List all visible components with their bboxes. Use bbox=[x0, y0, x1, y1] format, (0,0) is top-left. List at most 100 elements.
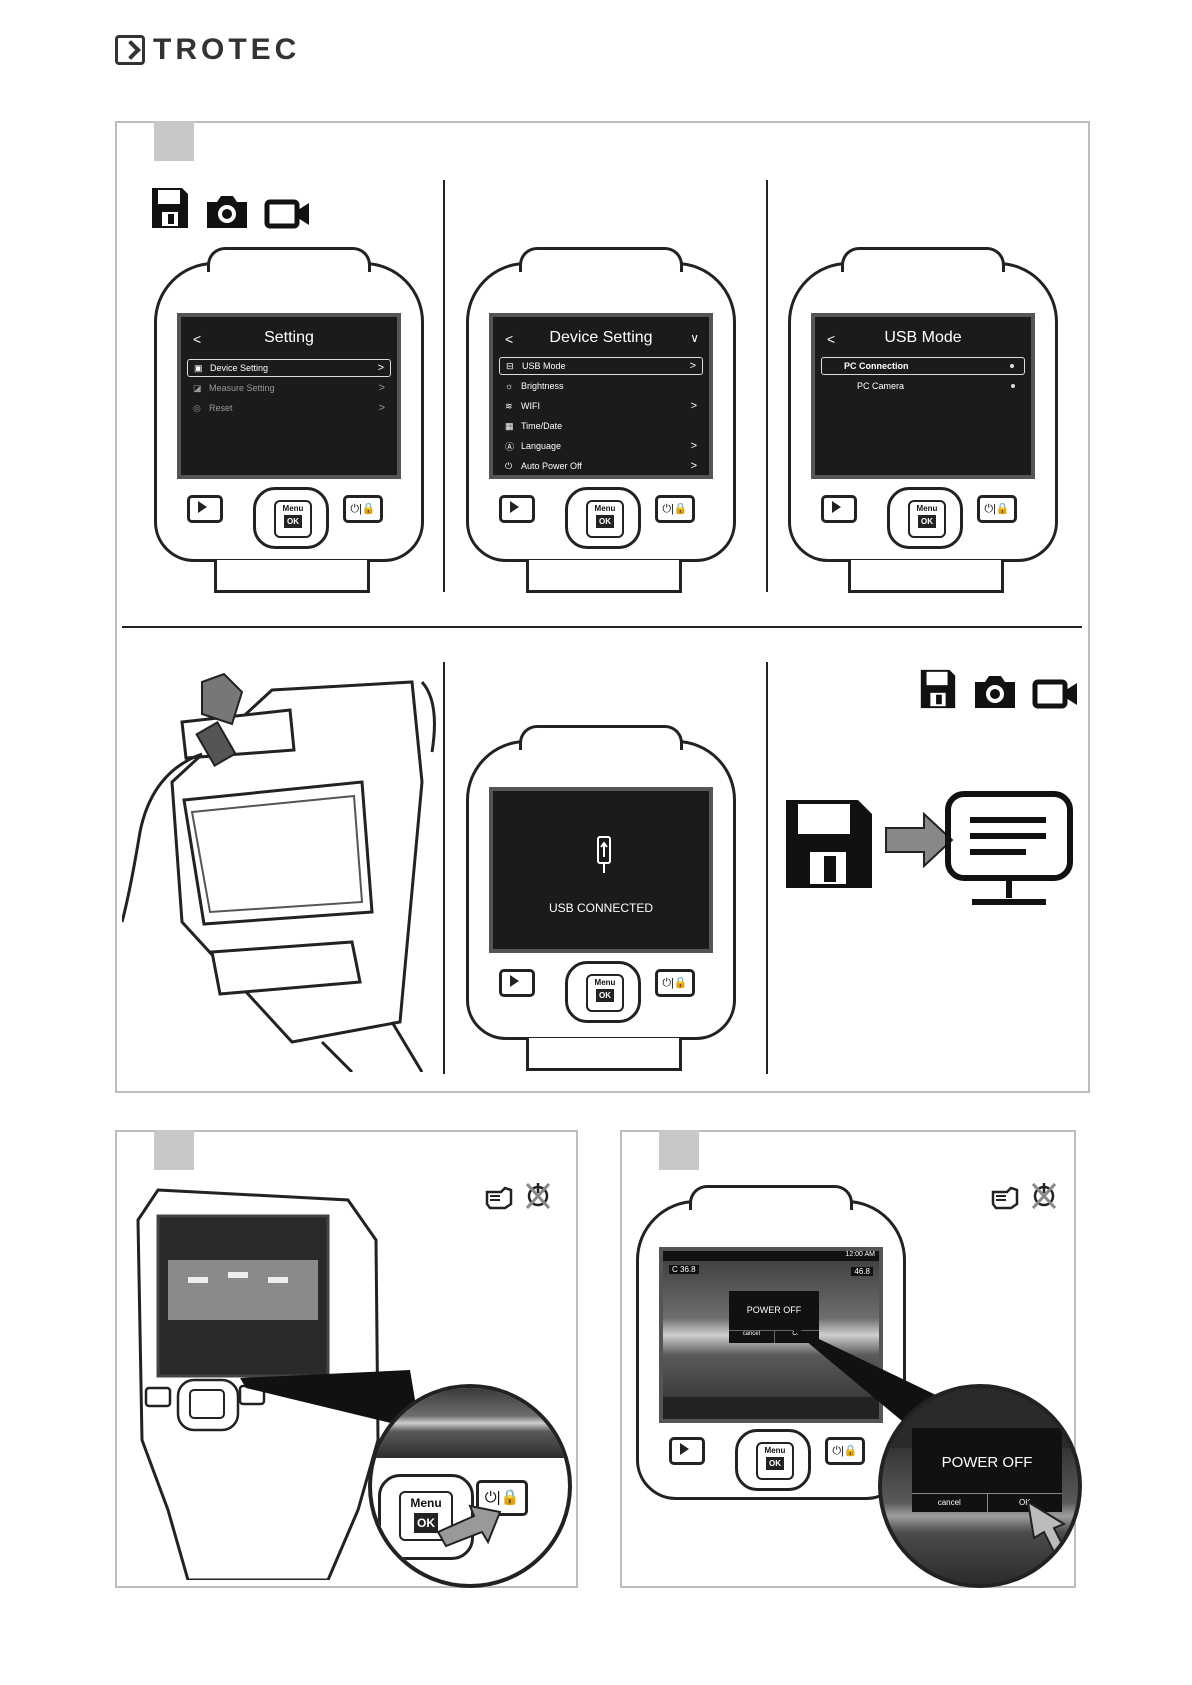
menu-item-label: Language bbox=[521, 441, 562, 451]
playback-button[interactable] bbox=[499, 495, 535, 523]
insert-arrow-icon bbox=[201, 672, 244, 726]
dialog-cancel-button[interactable]: cancel bbox=[729, 1331, 775, 1343]
usb-status-text: USB CONNECTED bbox=[548, 901, 653, 915]
menu-item-reset[interactable]: ◎ Reset > bbox=[187, 399, 391, 417]
menu-item-label: PC Connection bbox=[844, 361, 909, 371]
menu-item-usb-mode[interactable]: ⊟ USB Mode > bbox=[499, 357, 703, 375]
video-camera-icon bbox=[264, 199, 309, 229]
power-crossed-icon bbox=[525, 1182, 551, 1210]
chevron-right-icon: > bbox=[690, 440, 697, 452]
menu-item-pc-connection[interactable]: PC Connection bbox=[821, 357, 1025, 375]
chevron-right-icon: > bbox=[378, 402, 385, 414]
menu-item-time-date[interactable]: ▦ Time/Date bbox=[499, 417, 703, 435]
menu-item-device-setting[interactable]: ▣Device Setting> bbox=[187, 359, 391, 377]
power-crossed-icon bbox=[1031, 1182, 1057, 1210]
usb-plug-icon bbox=[597, 836, 611, 873]
back-arrow-icon[interactable]: < bbox=[505, 331, 514, 347]
brand-name: TROTEC bbox=[153, 33, 301, 66]
thermal-screen: 12:00 AM C 36.8 46.8 POWER OFF cancel OK bbox=[659, 1247, 883, 1423]
menu-item-wifi[interactable]: ≋WIFI> bbox=[499, 397, 703, 415]
power-lock-button[interactable]: ⏻|🔒 bbox=[825, 1437, 865, 1465]
menu-item-pc-camera[interactable]: PC Camera bbox=[821, 377, 1025, 395]
dialog-cancel-button-zoomed[interactable]: cancel bbox=[912, 1494, 988, 1512]
column-divider bbox=[443, 662, 445, 1074]
measure-icon: ◪ bbox=[193, 382, 202, 393]
floppy-disk-icon bbox=[920, 669, 956, 709]
power-lock-button[interactable]: ⏻|🔒 bbox=[655, 495, 695, 523]
column-divider bbox=[766, 180, 768, 592]
reset-icon: ◎ bbox=[193, 402, 201, 413]
power-lock-button[interactable]: ⏻|🔒 bbox=[343, 495, 383, 523]
device-setting-screen: < Setting ▣ Device Setting > ◪ Measure Sett… bbox=[154, 247, 424, 562]
device-screen: USB CONNECTED bbox=[489, 787, 713, 953]
playback-button[interactable] bbox=[669, 1437, 705, 1465]
hand-press-icon bbox=[991, 1186, 1019, 1210]
calendar-icon: ▦ bbox=[505, 420, 514, 431]
temp-readout-left: C 36.8 bbox=[669, 1265, 699, 1274]
usb-icon: ⊟ bbox=[506, 360, 514, 371]
power-lock-button[interactable]: ⏻|🔒 bbox=[977, 495, 1017, 523]
screen-title: USB Mode bbox=[884, 329, 962, 346]
transfer-arrow-icon bbox=[885, 812, 954, 868]
row-divider bbox=[122, 626, 1082, 628]
screen-title: Device Setting bbox=[549, 329, 653, 346]
chevron-right-icon: > bbox=[689, 360, 696, 372]
device-icon: ▣ bbox=[194, 362, 203, 373]
radio-dot-icon bbox=[1010, 364, 1014, 368]
chevron-right-icon: > bbox=[378, 382, 385, 394]
dialog-ok-button-zoomed[interactable]: OK bbox=[1018, 1498, 1031, 1507]
device-handle bbox=[526, 560, 682, 593]
menu-item-measure-setting[interactable]: ◪ Measure Setting > bbox=[187, 379, 391, 397]
floppy-disk-icon bbox=[786, 800, 872, 888]
back-arrow-icon[interactable]: < bbox=[827, 331, 836, 347]
menu-item-label: Reset bbox=[209, 403, 233, 413]
temp-readout-right: 46.8 bbox=[851, 1267, 873, 1276]
storage-icons-bottom bbox=[918, 668, 1080, 710]
storage-icons-top bbox=[150, 186, 312, 230]
menu-item-label: Time/Date bbox=[521, 421, 563, 431]
menu-item-label: WIFI bbox=[521, 401, 540, 411]
device-screen: < USB Mode PC Connection PC Camera bbox=[811, 313, 1035, 479]
camera-icon bbox=[975, 676, 1015, 708]
playback-button[interactable] bbox=[821, 495, 857, 523]
press-no-power-icons bbox=[484, 1180, 552, 1210]
back-arrow-icon[interactable]: < bbox=[193, 331, 202, 347]
wifi-icon: ≋ bbox=[505, 400, 513, 411]
figure-power-off bbox=[620, 1130, 1076, 1588]
chevron-down-icon[interactable]: ∨ bbox=[690, 331, 699, 345]
playback-button[interactable] bbox=[499, 969, 535, 997]
device-power-off-screen: 12:00 AM C 36.8 46.8 POWER OFF cancel OK… bbox=[636, 1185, 906, 1500]
brand-logo: TROTEC bbox=[115, 33, 300, 67]
menu-item-label: USB Mode bbox=[522, 361, 566, 371]
figure-power-button bbox=[115, 1130, 578, 1588]
figure-usb-connection bbox=[115, 121, 1090, 1093]
menu-item-label: Auto Power Off bbox=[521, 461, 582, 471]
menu-item-brightness[interactable]: ☼Brightness bbox=[499, 377, 703, 395]
menu-item-label: Device Setting bbox=[210, 363, 269, 373]
clock-text: 12:00 AM bbox=[845, 1251, 875, 1258]
device-screen: < Setting ▣ Device Setting > ◪ Measure Sett… bbox=[177, 313, 401, 479]
playback-button[interactable] bbox=[187, 495, 223, 523]
power-lock-button[interactable]: ⏻|🔒 bbox=[655, 969, 695, 997]
camera-icon bbox=[207, 196, 247, 228]
column-divider bbox=[766, 662, 768, 1074]
dialog-ok-button[interactable]: OK bbox=[792, 1331, 802, 1337]
screen-title: Setting bbox=[264, 329, 314, 346]
menu-item-auto-power-off[interactable]: ⏻Auto Power Off> bbox=[499, 457, 703, 475]
menu-item-label: Measure Setting bbox=[209, 383, 275, 393]
